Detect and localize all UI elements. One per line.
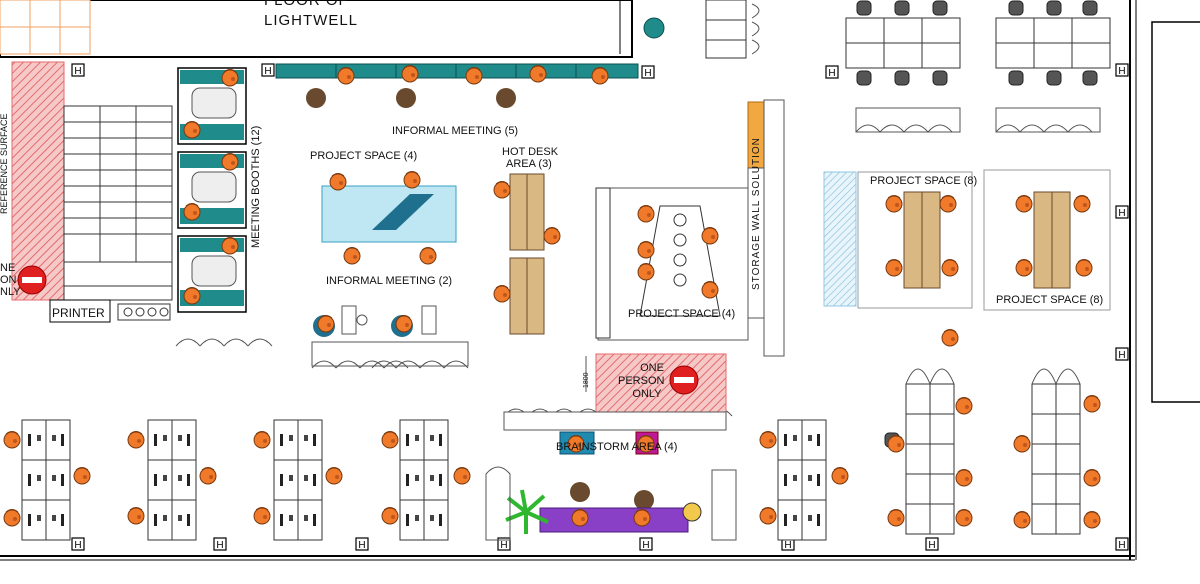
chair (941, 329, 959, 347)
project-space-8-bottom-label: PROJECT SPACE (8) (996, 294, 1104, 306)
project-space-4-center-label: PROJECT SPACE (4) (628, 308, 736, 320)
column-marker (925, 537, 939, 552)
reference-surface-label: REFERENCE SURFACE (0, 113, 9, 214)
column-marker (825, 65, 839, 80)
project-space-4-left-label: PROJECT SPACE (4) (310, 150, 418, 162)
project-space-8-right (983, 169, 1111, 311)
printer-label: PRINTER (52, 306, 105, 320)
project-space-center (595, 187, 749, 341)
left-cut-label-3: NLY (0, 286, 21, 298)
column-marker (71, 537, 85, 552)
desk-pod-3 (253, 419, 343, 541)
brainstorm-label: BRAINSTORM AREA (4) (556, 441, 678, 453)
column-marker (1115, 63, 1129, 78)
storage-wall (747, 99, 785, 357)
column-marker (1115, 205, 1129, 220)
desk-pod-5 (759, 419, 849, 541)
left-cut-label-1: NE (0, 262, 16, 274)
desk-cluster-top-right-1 (845, 0, 961, 133)
dimension-mark: 1800 (583, 372, 590, 388)
project-space-8-left (857, 171, 973, 309)
storage-wall-label: STORAGE WALL SOLUTION (751, 137, 762, 290)
project-table-glass (321, 171, 457, 265)
column-marker (1115, 537, 1129, 552)
column-marker (639, 537, 653, 552)
column-marker (213, 537, 227, 552)
storage-cabinets-top (705, 0, 760, 59)
bench-top-row (275, 63, 639, 108)
one-person-label-line3: ONLY (632, 388, 662, 400)
column-marker (71, 63, 85, 78)
column-marker (261, 63, 275, 78)
lightwell (0, 0, 633, 58)
column-marker (641, 65, 655, 80)
brainstorm-area (485, 431, 737, 541)
one-person-room (503, 353, 727, 431)
lightwell-label-line2: LIGHTWELL (264, 12, 359, 29)
locker-row (175, 338, 273, 347)
informal-meeting-2-label: INFORMAL MEETING (2) (326, 275, 453, 287)
hot-desk-label-line1: HOT DESK (502, 146, 559, 158)
desk-stack-right-2 (1013, 368, 1101, 535)
left-cut-label-2: ON (0, 274, 17, 286)
no-entry-sign-left (17, 265, 47, 295)
informal-meeting-2 (311, 305, 469, 367)
lounge-chair (643, 17, 665, 39)
reference-surface (11, 61, 65, 301)
lightwell-label-line1: FLOOR OF (264, 0, 349, 9)
desk-pod-2 (127, 419, 217, 541)
desk-pod-4 (381, 419, 471, 541)
one-person-label-line2: PERSON (618, 375, 665, 387)
hatched-panel (823, 171, 857, 307)
hot-desk-label-line2: AREA (3) (506, 158, 552, 170)
column-marker (355, 537, 369, 552)
one-person-label-line1: ONE (640, 362, 664, 374)
column-marker (1115, 347, 1129, 362)
desk-cluster-top-right-2 (995, 0, 1111, 133)
project-space-8-top-label: PROJECT SPACE (8) (870, 175, 978, 187)
desk-pod-1 (3, 419, 91, 541)
hot-desk-area (493, 173, 561, 335)
meeting-booths (177, 67, 247, 313)
informal-meeting-5-label: INFORMAL MEETING (5) (392, 125, 519, 137)
desk-stack-right-1 (884, 368, 973, 535)
storage-grid (49, 105, 173, 323)
meeting-booths-label: MEETING BOOTHS (12) (250, 125, 262, 248)
